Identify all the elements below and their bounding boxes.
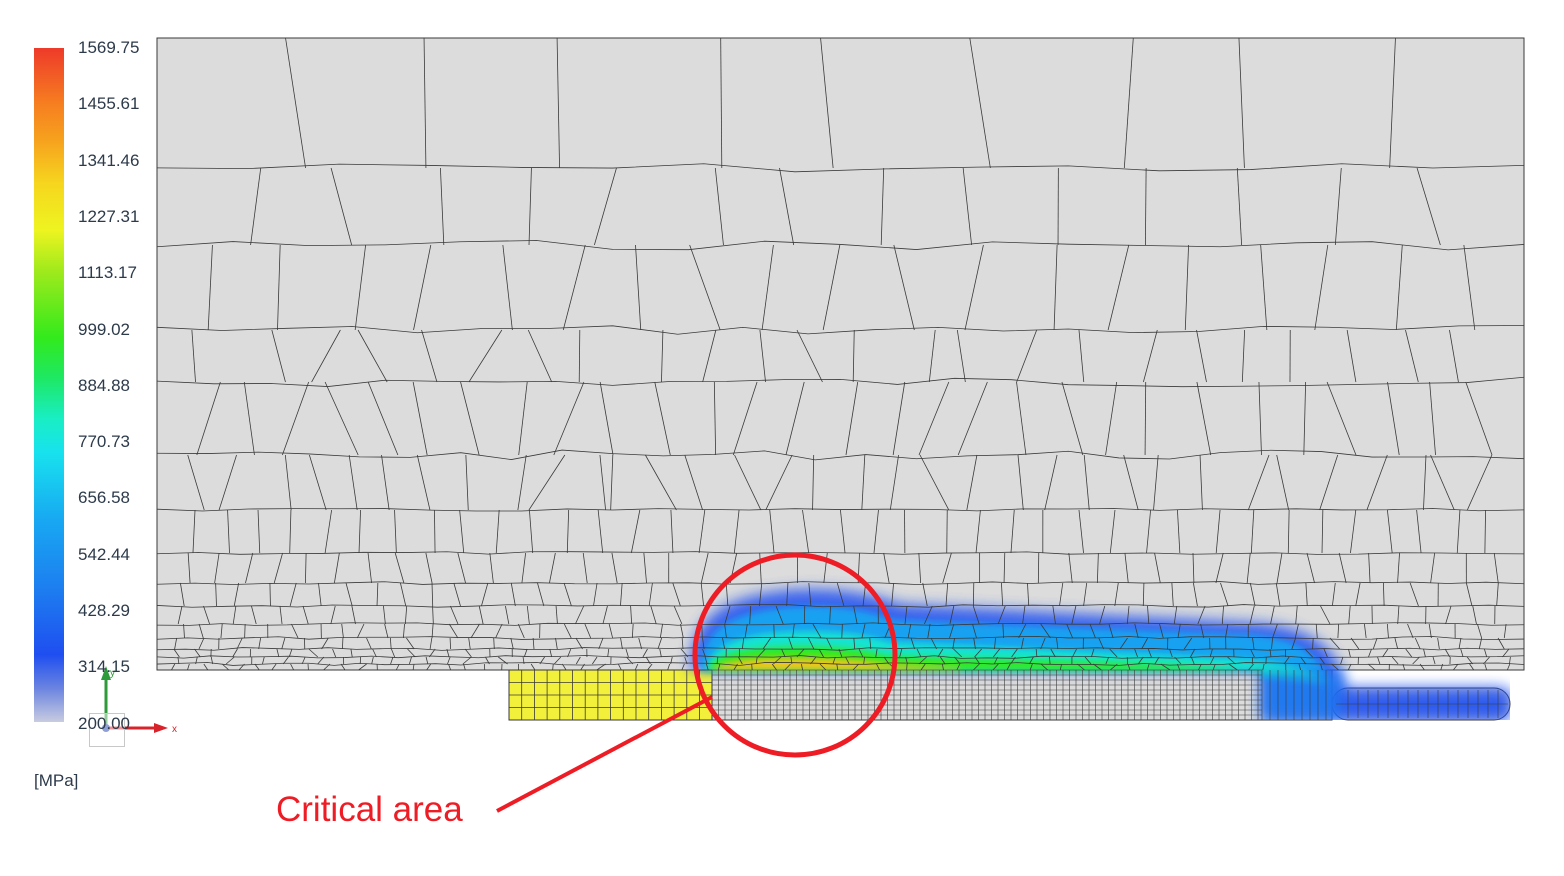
legend-tick-label: 200.00 <box>78 713 130 733</box>
mesh-domain <box>156 37 1525 671</box>
block-mesh-grid <box>508 669 712 721</box>
legend-unit-label: [MPa] <box>34 771 79 790</box>
critical-area-label: Critical area <box>276 790 463 829</box>
legend-tick-label: 1455.61 <box>78 94 140 114</box>
legend-tick-label: 999.02 <box>78 319 130 339</box>
axes-triad-frame <box>89 713 125 747</box>
legend-tick-label: 884.88 <box>78 375 130 395</box>
legend-tick-label: 770.73 <box>78 432 130 452</box>
axis-y-label: y <box>110 668 115 679</box>
mesh-grid <box>157 38 1524 670</box>
plate-mesh-grid <box>711 669 1327 721</box>
critical-area-circle <box>692 552 898 758</box>
cylinder-mesh-grid <box>1336 690 1508 718</box>
color-legend-bar <box>34 48 64 722</box>
axis-x-label: x <box>172 724 177 735</box>
legend-tick-label: 656.58 <box>78 488 130 508</box>
legend-tick-label: 1113.17 <box>78 263 137 283</box>
legend-tick-label: 428.29 <box>78 601 130 620</box>
legend-tick-label: 314.15 <box>78 657 130 677</box>
legend-tick-label: 1227.31 <box>78 206 140 226</box>
legend-tick-label: 1569.75 <box>78 38 140 57</box>
annotation-leader-line <box>496 695 713 813</box>
legend-tick-label: 542.44 <box>78 544 130 564</box>
legend-tick-label: 1341.46 <box>78 150 140 170</box>
